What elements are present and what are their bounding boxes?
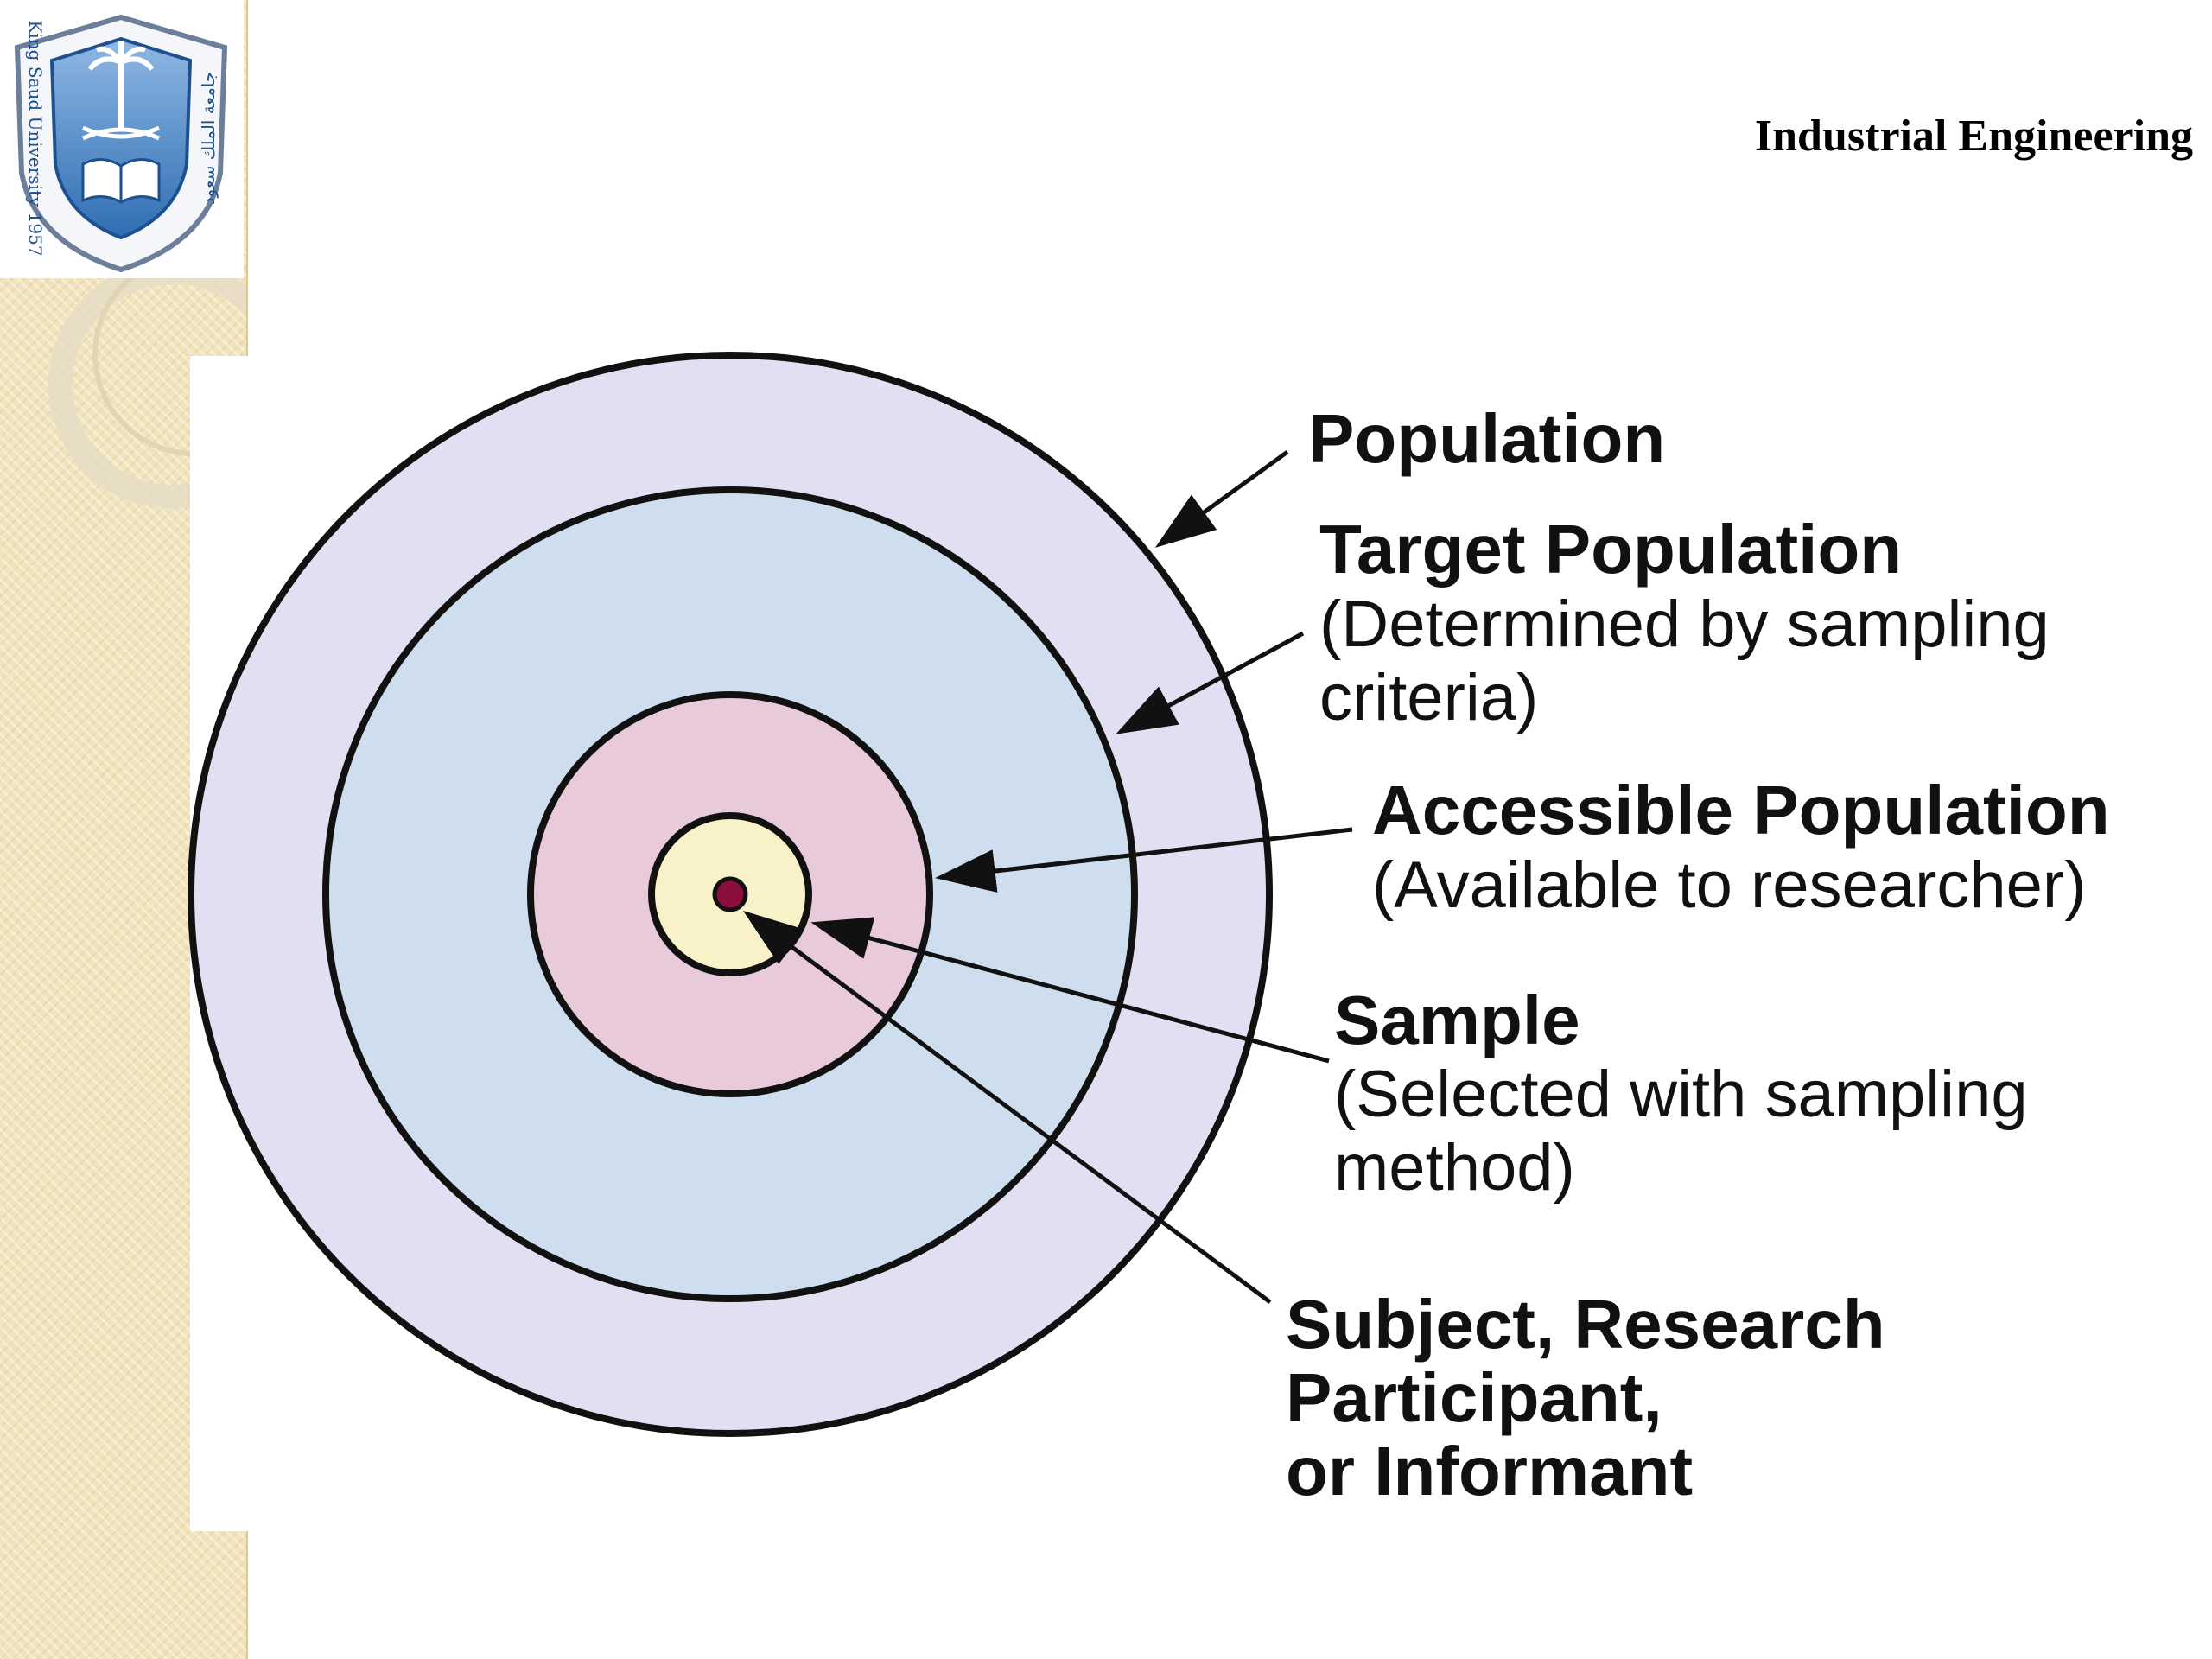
- target-population-label: Target Population: [1319, 511, 1902, 588]
- university-logo: King Saud University 1957 جامعة الملك سع…: [0, 0, 244, 278]
- subject-label-1: Subject, Research: [1286, 1286, 1885, 1363]
- target-population-arrow: [1116, 631, 1305, 734]
- svg-text:جامعة الملك سعود: جامعة الملك سعود: [198, 72, 219, 206]
- header-title: Industrial Engineering: [1754, 111, 2193, 161]
- subject-dot: [712, 876, 748, 912]
- population-label: Population: [1308, 400, 1665, 477]
- accessible-population-desc: (Available to researcher): [1372, 849, 2087, 922]
- svg-text:King Saud University 1957: King Saud University 1957: [25, 20, 46, 256]
- sample-desc-1: (Selected with sampling: [1334, 1058, 2028, 1131]
- population-arrow: [1154, 449, 1289, 548]
- sample-arrow: [810, 917, 1330, 1064]
- subject-label-2: Participant,: [1286, 1359, 1662, 1436]
- accessible-population-arrow: [935, 827, 1353, 893]
- subject-arrow: [742, 911, 1272, 1305]
- accessible-population-label: Accessible Population: [1372, 772, 2110, 849]
- target-population-desc-1: (Determined by sampling: [1319, 588, 2050, 661]
- university-seal-icon: King Saud University 1957 جامعة الملك سع…: [14, 14, 228, 273]
- subject-label-3: or Informant: [1286, 1433, 1693, 1510]
- sample-label: Sample: [1334, 982, 1580, 1058]
- target-population-desc-2: criteria): [1319, 661, 1538, 734]
- sample-desc-2: method): [1334, 1131, 1575, 1205]
